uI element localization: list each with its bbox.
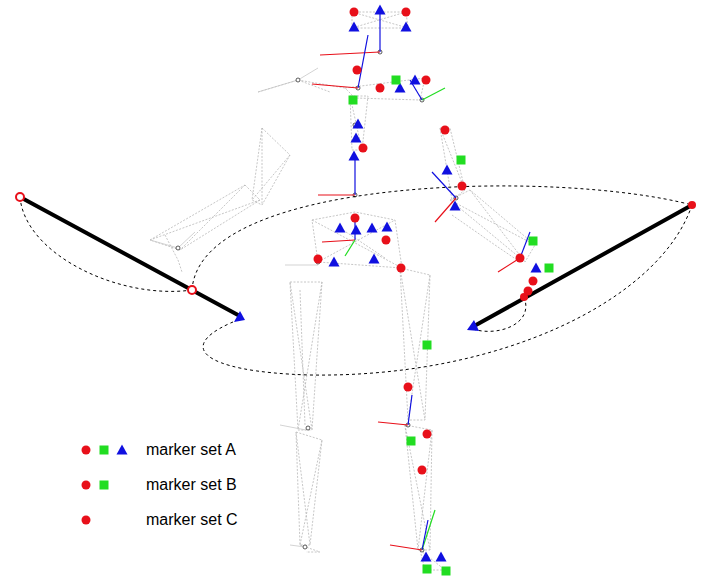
- marker-triangle: [349, 22, 360, 32]
- marker-circle: [82, 446, 91, 455]
- legend-label: marker set B: [146, 476, 237, 494]
- marker-circle: [359, 144, 368, 153]
- marker-square: [442, 567, 451, 576]
- marker-triangle: [351, 225, 362, 235]
- marker-triangle: [367, 223, 378, 233]
- legend-swatches: [82, 445, 128, 525]
- marker-circle: [350, 8, 359, 17]
- marker-circle: [82, 481, 91, 490]
- marker-circle: [376, 84, 385, 93]
- legend-label: marker set A: [146, 441, 236, 459]
- marker-triangle: [329, 257, 340, 267]
- marker-triangle: [351, 133, 362, 143]
- marker-square: [407, 437, 416, 446]
- marker-circle: [314, 255, 323, 264]
- marker-square: [100, 446, 109, 455]
- marker-circle: [353, 66, 362, 75]
- marker-triangle: [117, 445, 128, 455]
- marker-circle: [402, 8, 411, 17]
- segment-end-markers: [16, 193, 696, 331]
- marker-triangle: [450, 201, 461, 211]
- marker-circle: [418, 466, 427, 475]
- marker-triangle: [436, 552, 447, 562]
- marker-square: [423, 341, 432, 350]
- marker-triangle: [421, 552, 432, 562]
- marker-circle: [82, 516, 91, 525]
- marker-triangle: [369, 254, 380, 264]
- marker-square: [529, 237, 538, 246]
- segment-frames: [312, 14, 530, 550]
- motion-path: [20, 186, 692, 375]
- marker-circle: [458, 182, 467, 191]
- legend-label: marker set C: [146, 511, 238, 529]
- marker-square: [457, 156, 466, 165]
- marker-circle: [423, 430, 432, 439]
- marker-circle: [516, 254, 525, 263]
- marker-triangle: [442, 165, 453, 175]
- marker-triangle: [382, 222, 393, 232]
- marker-triangle: [335, 223, 346, 233]
- marker-triangle: [353, 119, 364, 129]
- marker-square: [392, 76, 401, 85]
- marker-circle: [351, 214, 360, 223]
- marker-square: [545, 264, 554, 273]
- marker-square: [100, 481, 109, 490]
- marker-triangle: [375, 5, 386, 15]
- marker-circle: [397, 264, 406, 273]
- marker-circle: [529, 277, 538, 286]
- marker-circle: [422, 76, 431, 85]
- marker-triangle: [531, 263, 542, 273]
- marker-triangle: [410, 75, 421, 85]
- marker-triangle: [401, 22, 412, 32]
- marker-circle: [404, 383, 413, 392]
- marker-circle: [441, 126, 450, 135]
- marker-square: [349, 96, 358, 105]
- marker-triangle: [349, 151, 360, 161]
- segment-vector: [20, 197, 692, 325]
- marker-circle: [382, 236, 391, 245]
- body-markers: [314, 5, 554, 576]
- marker-circle: [524, 287, 533, 296]
- marker-square: [423, 565, 432, 574]
- grey-frames: [150, 68, 318, 547]
